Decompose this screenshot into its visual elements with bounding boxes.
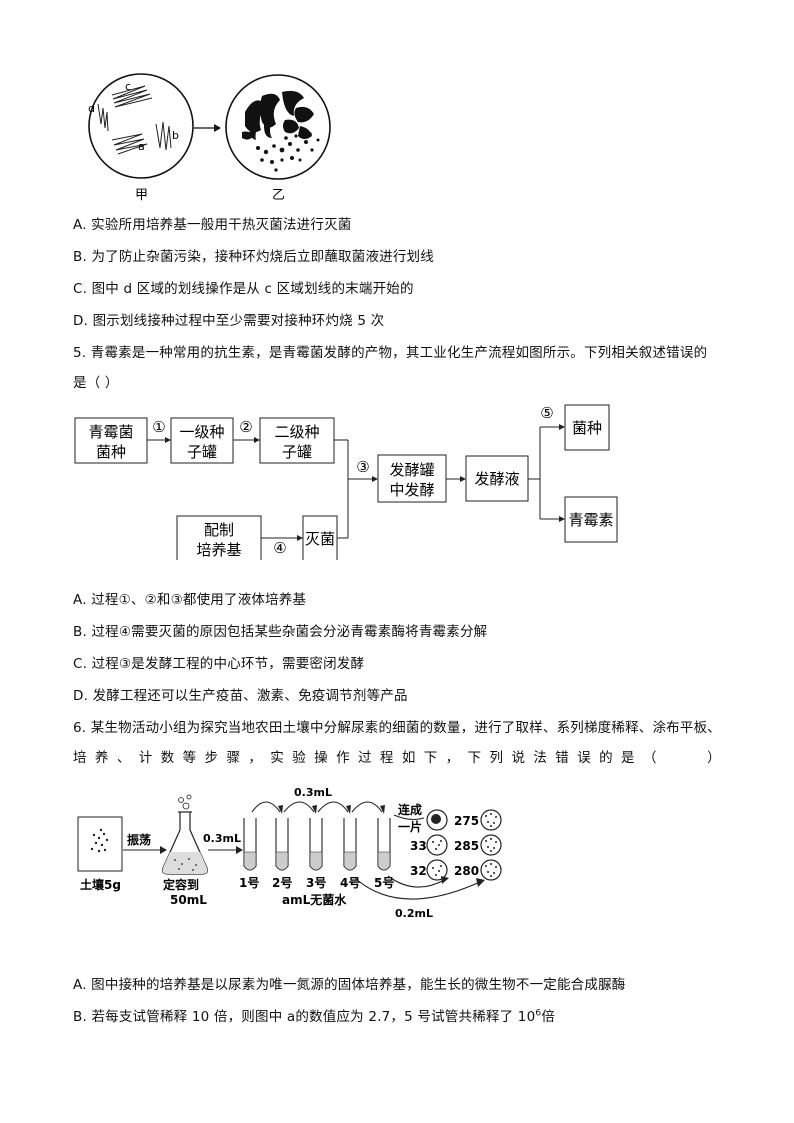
q5-option-a: A. 过程①、②和③都使用了液体培养基	[73, 592, 307, 608]
colony-growth	[242, 90, 314, 140]
plate-yi	[225, 74, 331, 180]
q5-option-d: D. 发酵工程还可以生产疫苗、激素、免疫调节剂等产品	[73, 688, 408, 704]
count-left-2: 32	[410, 864, 427, 878]
box-seed1-line1: 一级种	[179, 423, 224, 441]
q5-option-b: B. 过程④需要灭菌的原因包括某些杂菌会分泌青霉素酶将青霉素分解	[73, 624, 488, 640]
q5-option-c: C. 过程③是发酵工程的中心环节，需要密闭发酵	[73, 656, 365, 672]
caption-yi: 乙	[272, 188, 285, 203]
box-broth-label: 发酵液	[474, 470, 519, 488]
transfer-label-top: 0.3mL	[294, 786, 332, 799]
count-right-3: 280	[454, 864, 479, 878]
q4-option-c: C. 图中 d 区域的划线操作是从 c 区域划线的末端开始的	[73, 281, 414, 297]
count-left-1: 33	[410, 839, 427, 853]
caption-jia: 甲	[135, 188, 148, 203]
plate-jia	[88, 73, 194, 179]
merged-label-2: 一片	[398, 819, 422, 834]
box-strain-line1: 青霉菌	[88, 423, 133, 441]
box-seed2-line1: 二级种	[274, 423, 319, 441]
count-right-1: 275	[454, 814, 479, 828]
box-ferment-line1: 发酵罐	[389, 461, 434, 479]
streak-lines	[97, 85, 172, 155]
soil-dots	[90, 828, 109, 853]
flask-label-1: 定容到	[163, 877, 199, 892]
region-label-d: d	[88, 102, 95, 115]
streak-plate-figure: c d a b 甲 乙	[88, 73, 331, 203]
box-strain-line2: 菌种	[96, 443, 126, 461]
step-5: ⑤	[540, 404, 553, 422]
box-penicillin-label: 青霉素	[568, 511, 613, 529]
q5-stem-line2: 是（ ）	[73, 375, 119, 391]
q4-option-b: B. 为了防止杂菌污染，接种环灼烧后立即蘸取菌液进行划线	[73, 249, 434, 265]
q5-stem-line1: 5. 青霉素是一种常用的抗生素，是青霉菌发酵的产物，其工业化生产流程如图所示。下…	[73, 345, 708, 361]
dilution-figure: 土壤5g 振荡 定容到 50mL 0.3mL	[77, 786, 502, 920]
soil-label: 土壤5g	[80, 877, 121, 892]
q4-option-a: A. 实验所用培养基一般用干热灭菌法进行灭菌	[73, 217, 352, 233]
arrow-icon	[194, 124, 221, 132]
shake-label: 振荡	[127, 832, 151, 847]
q6-option-a: A. 图中接种的培养基是以尿素为唯一氮源的固体培养基，能生长的微生物不一定能合成…	[73, 977, 626, 993]
q6-stem-line1: 6. 某生物活动小组为探究当地农田土壤中分解尿素的细菌的数量，进行了取样、系列梯…	[73, 720, 721, 736]
box-seed2-line2: 子罐	[282, 443, 312, 461]
step-2: ②	[239, 418, 252, 436]
step-1: ①	[152, 418, 165, 436]
box-sterilize-label: 灭菌	[305, 530, 335, 548]
box-medium-line2: 培养基	[196, 541, 241, 559]
soil-box	[77, 816, 123, 872]
tube-label-2: 2号	[272, 875, 292, 890]
plates-right	[480, 809, 502, 881]
box-penicillin	[564, 496, 618, 543]
box-seed1-line2: 子罐	[187, 443, 217, 461]
box-medium-line1: 配制	[204, 521, 234, 539]
step-3: ③	[356, 458, 369, 476]
penicillin-flowchart: 青霉菌 菌种 一级种 子罐 二级种 子罐 配制 培养基 灭菌 发酵罐 中发酵 发…	[74, 404, 618, 560]
box-out-strain-label: 菌种	[572, 419, 602, 437]
tube-label-4: 4号	[340, 875, 360, 890]
box-out-strain	[564, 404, 610, 451]
region-label-c: c	[125, 80, 131, 93]
region-label-b: b	[172, 129, 179, 142]
region-label-a: a	[138, 140, 145, 153]
transfer-label-1: 0.3mL	[203, 832, 241, 845]
box-ferment-line2: 中发酵	[389, 481, 434, 499]
q6-stem-line2: 培养、 计数等 步骤， 实验操 作过程 如下， 下列说 法错误 的是（ ）	[73, 750, 721, 766]
water-label: amL无菌水	[282, 892, 347, 907]
tube-label-1: 1号	[239, 875, 259, 890]
transfer-label-bottom: 0.2mL	[395, 907, 433, 920]
merged-label-1: 连成	[398, 802, 422, 817]
q6-option-b: B. 若每支试管稀释 10 倍，则图中 a的数值应为 2.7，5 号试管共稀释了…	[73, 1008, 556, 1026]
flask-bubbles	[178, 794, 192, 810]
q4-option-d: D. 图示划线接种过程中至少需要对接种环灼烧 5 次	[73, 313, 385, 329]
tube-label-5: 5号	[374, 875, 394, 890]
colony-dots	[256, 132, 320, 172]
flask-label-2: 50mL	[170, 893, 207, 907]
count-right-2: 285	[454, 839, 479, 853]
tube-label-3: 3号	[306, 875, 326, 890]
plates-left	[426, 809, 448, 881]
step-4: ④	[273, 539, 286, 557]
